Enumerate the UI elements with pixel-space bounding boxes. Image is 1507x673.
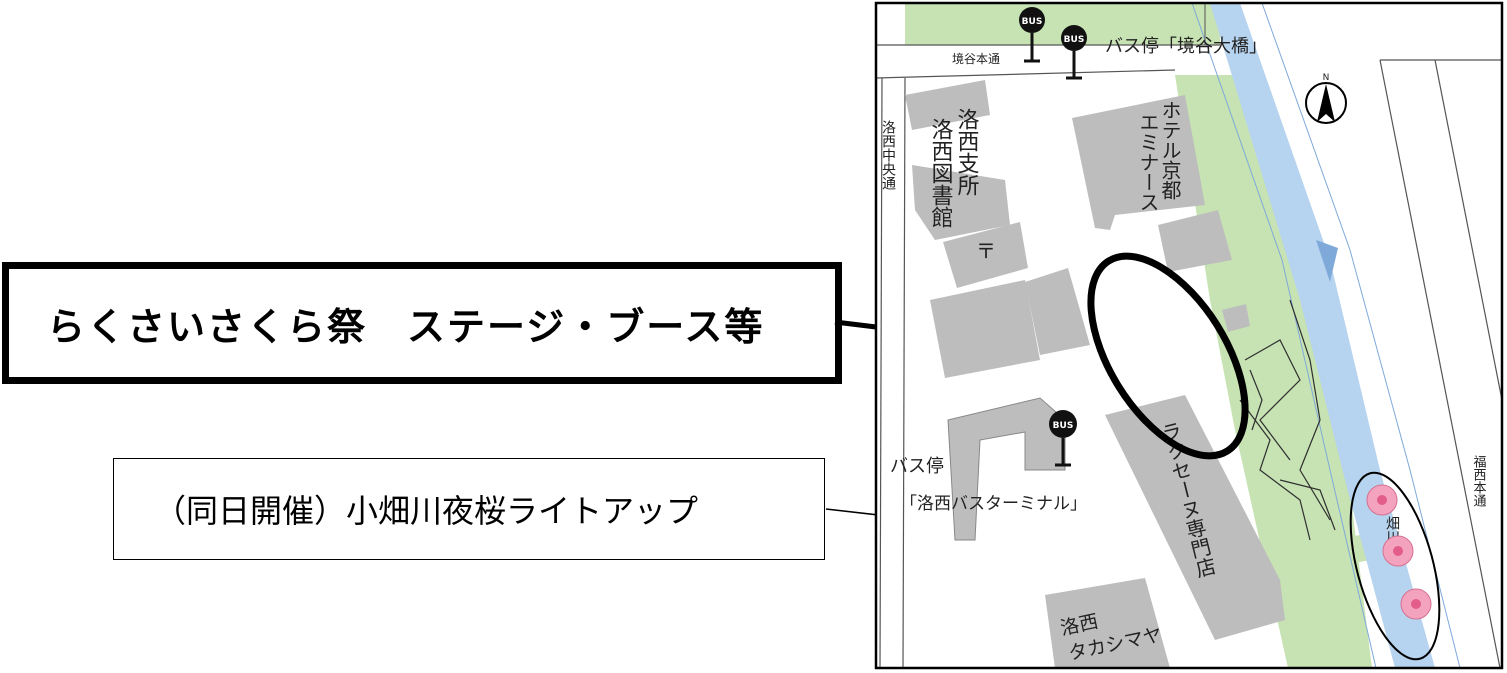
rakusei-mall-building [1105,395,1285,640]
light-up-callout: （同日開催）小畑川夜桜ライトアップ [113,458,825,560]
bus-terminal-label-line2: 「洛西バスターミナル」 [900,494,1087,514]
park-paths [1239,299,1336,541]
bus-stop-top-label: バス停「境谷大橋」 [1105,36,1267,57]
map-frame [874,1,1504,670]
svg-text:BUS: BUS [1064,35,1085,45]
library-label-col2: 洛西図書館 [928,118,954,228]
bus-stop-icon: BUS [1049,410,1077,467]
bus-stop-icon: BUS [1061,25,1087,80]
festival-area-ellipse [1087,252,1249,460]
light-up-area-ellipse [1349,471,1441,661]
library-label-col1: 洛西支所 [954,108,980,196]
road-left-label: 洛西中央通 [880,120,896,191]
map-content: N BUS BUS BUS バス停「境谷大橋」 境谷本通 洛西中央通 福西本通 … [876,3,1502,668]
post-office-icon: 〒 [976,239,996,263]
bus-terminal-label-line1: バス停 [890,456,944,477]
svg-text:BUS: BUS [1053,421,1074,431]
light-up-label: （同日開催）小畑川夜桜ライトアップ [154,492,699,530]
hotel-label-col2: エミナース [1136,112,1160,212]
takashimaya-building [1045,578,1170,668]
svg-text:BUS: BUS [1022,17,1043,27]
road-top-label: 境谷本通 [952,51,1000,66]
svg-text:N: N [1323,73,1330,83]
park-top [905,3,1220,45]
park-strip [1175,75,1372,668]
main-event-label: らくさいさくら祭 ステージ・ブース等 [47,304,765,349]
hotel-label-col1: ホテル京都 [1158,100,1182,200]
main-event-callout: らくさいさくら祭 ステージ・ブース等 [2,262,842,384]
cherry-blossom-icon [1366,484,1398,516]
post-office-building [943,222,1028,288]
cherry-blossom-icon [1382,535,1414,567]
bus-stop-icon: BUS [1019,7,1045,63]
road-right-label: 福西本通 [1471,455,1487,507]
hotel-building [1072,95,1205,230]
bus-terminal-loop [947,397,1066,541]
road-top-line2 [876,69,1176,79]
cherry-blossom-icon [1400,588,1432,620]
north-arrow-icon: N [1305,73,1347,124]
